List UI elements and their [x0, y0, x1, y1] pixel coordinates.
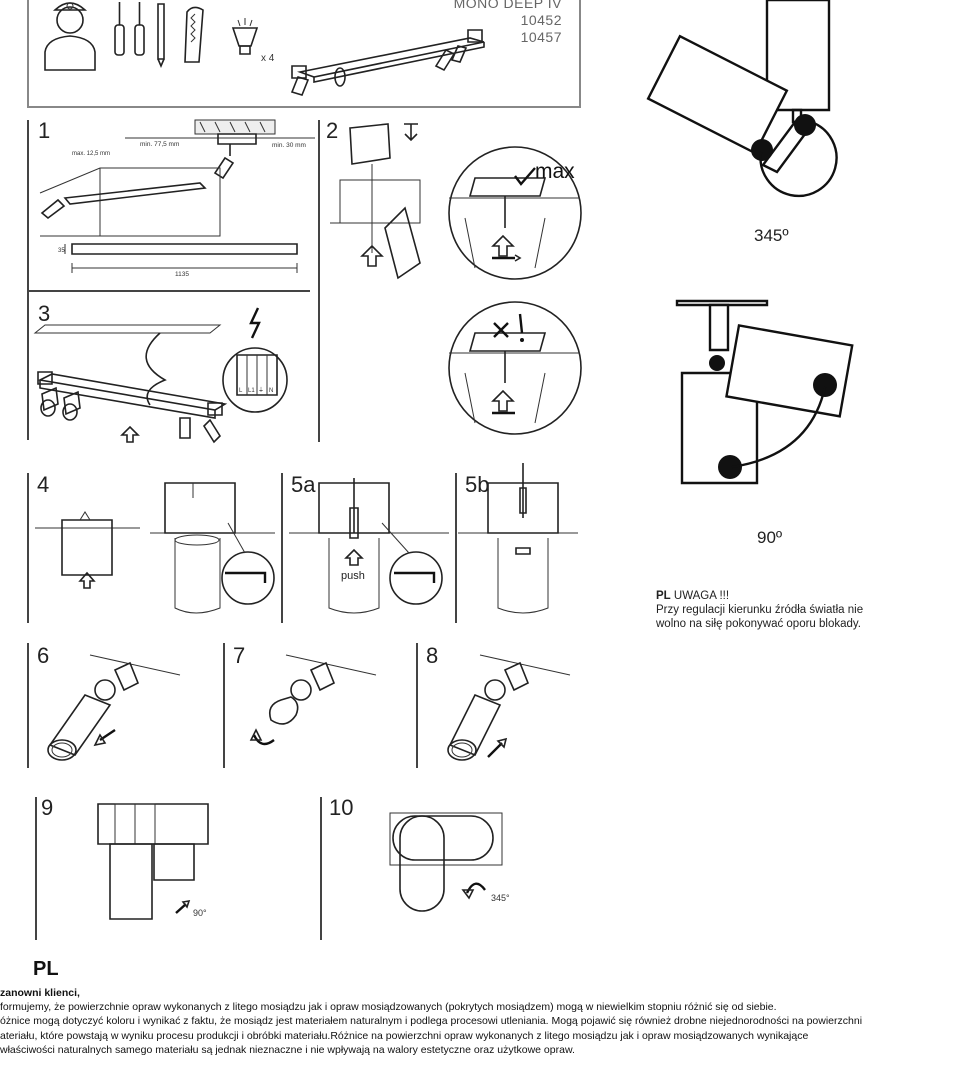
rotation-diagram-345 — [645, 0, 865, 230]
footer-greeting: zanowni klienci, — [0, 987, 80, 999]
saw-icon — [185, 7, 203, 62]
step-1-drawing: max. 12,5 mm min. 77,5 mm min. 30 mm 35 … — [30, 118, 315, 278]
step-6-drawing — [30, 645, 220, 765]
divider-v-4 — [27, 473, 29, 623]
step-number-4: 4 — [37, 472, 50, 497]
footer-paragraph: zanowni klienci, formujemy, że powierzch… — [0, 986, 970, 1057]
angle-label-90: 90º — [757, 528, 783, 547]
rotation-diagram-90 — [670, 295, 870, 515]
footer-line-2: óżnice mogą dotyczyć koloru i wynikać z … — [0, 1015, 863, 1028]
warning-note: PL UWAGA !!! Przy regulacji kierunku źró… — [656, 589, 896, 631]
step-number-2: 2 — [326, 118, 339, 143]
pencil-icon — [158, 4, 164, 66]
step-number-5b: 5b — [465, 472, 490, 497]
step-number-8: 8 — [426, 643, 439, 668]
step-5b-drawing — [458, 458, 580, 623]
step-9-drawing: 90° — [90, 798, 270, 928]
divider-v-9 — [35, 797, 37, 940]
tools-icons: x 4 — [35, 0, 275, 75]
divider-v-10 — [320, 797, 322, 940]
product-name: MONO DEEP IV — [453, 0, 562, 11]
footer-line-1: formujemy, że powierzchnie opraw wykonan… — [0, 1001, 777, 1014]
screwdriver-icon — [115, 2, 144, 55]
divider-v-8 — [416, 643, 418, 768]
step-number-3: 3 — [38, 301, 51, 326]
label-push: push — [341, 570, 365, 582]
divider-v-left — [27, 120, 29, 440]
step-3-drawing: L L1 ⏚ N — [30, 300, 315, 450]
installer-icon — [45, 3, 95, 70]
header-box — [27, 0, 581, 108]
dim-min-a: min. 77,5 mm — [140, 141, 179, 148]
header-fixture-drawing — [290, 20, 490, 100]
step-number-5a: 5a — [291, 472, 316, 497]
step-8-drawing — [420, 645, 580, 765]
terminal-l1: L1 — [248, 388, 255, 394]
divider-v-5b — [455, 473, 457, 623]
gu10-bulb-icon — [233, 18, 257, 54]
divider-v-5a — [281, 473, 283, 623]
product-code-1: 10452 — [520, 12, 562, 28]
label-max: max — [535, 160, 575, 183]
dim-max: max. 12,5 mm — [72, 151, 110, 157]
step-2-drawing: max — [330, 118, 580, 448]
step-5a-drawing: push — [284, 478, 454, 623]
divider-v-1 — [318, 120, 320, 442]
terminal-ground: ⏚ — [258, 387, 264, 394]
step-4-drawing — [30, 478, 280, 623]
warning-lang: PL — [656, 590, 671, 602]
divider-h-1 — [27, 290, 310, 292]
terminal-l: L — [239, 388, 243, 394]
step-number-10: 10 — [329, 795, 354, 820]
dim-length: 1135 — [175, 271, 189, 278]
angle-label-345: 345º — [754, 226, 789, 245]
divider-v-6 — [27, 643, 29, 768]
divider-v-7 — [223, 643, 225, 768]
step-number-1: 1 — [38, 118, 51, 143]
step-number-9: 9 — [41, 795, 54, 820]
footer-lang-heading: PL — [33, 958, 59, 980]
dim-min-b: min. 30 mm — [272, 142, 306, 149]
terminal-n: N — [269, 388, 273, 394]
warning-text: Przy regulacji kierunku źródła światła n… — [656, 604, 864, 630]
warning-title: UWAGA !!! — [673, 590, 730, 602]
step-7-drawing — [226, 645, 414, 765]
step-10-angle: 345° — [491, 893, 510, 903]
step-number-7: 7 — [233, 643, 246, 668]
step-10-drawing: 345° — [385, 808, 510, 918]
step-number-6: 6 — [37, 643, 50, 668]
footer-line-4: właściwości naturalnych samego materiału… — [0, 1043, 575, 1056]
step-9-angle: 90° — [193, 908, 207, 918]
dim-height: 35 — [58, 248, 65, 254]
product-code-2: 10457 — [520, 29, 562, 45]
bulb-count: x 4 — [261, 53, 275, 64]
footer-line-3: ateriału, które powstają w wyniku proces… — [0, 1029, 809, 1042]
